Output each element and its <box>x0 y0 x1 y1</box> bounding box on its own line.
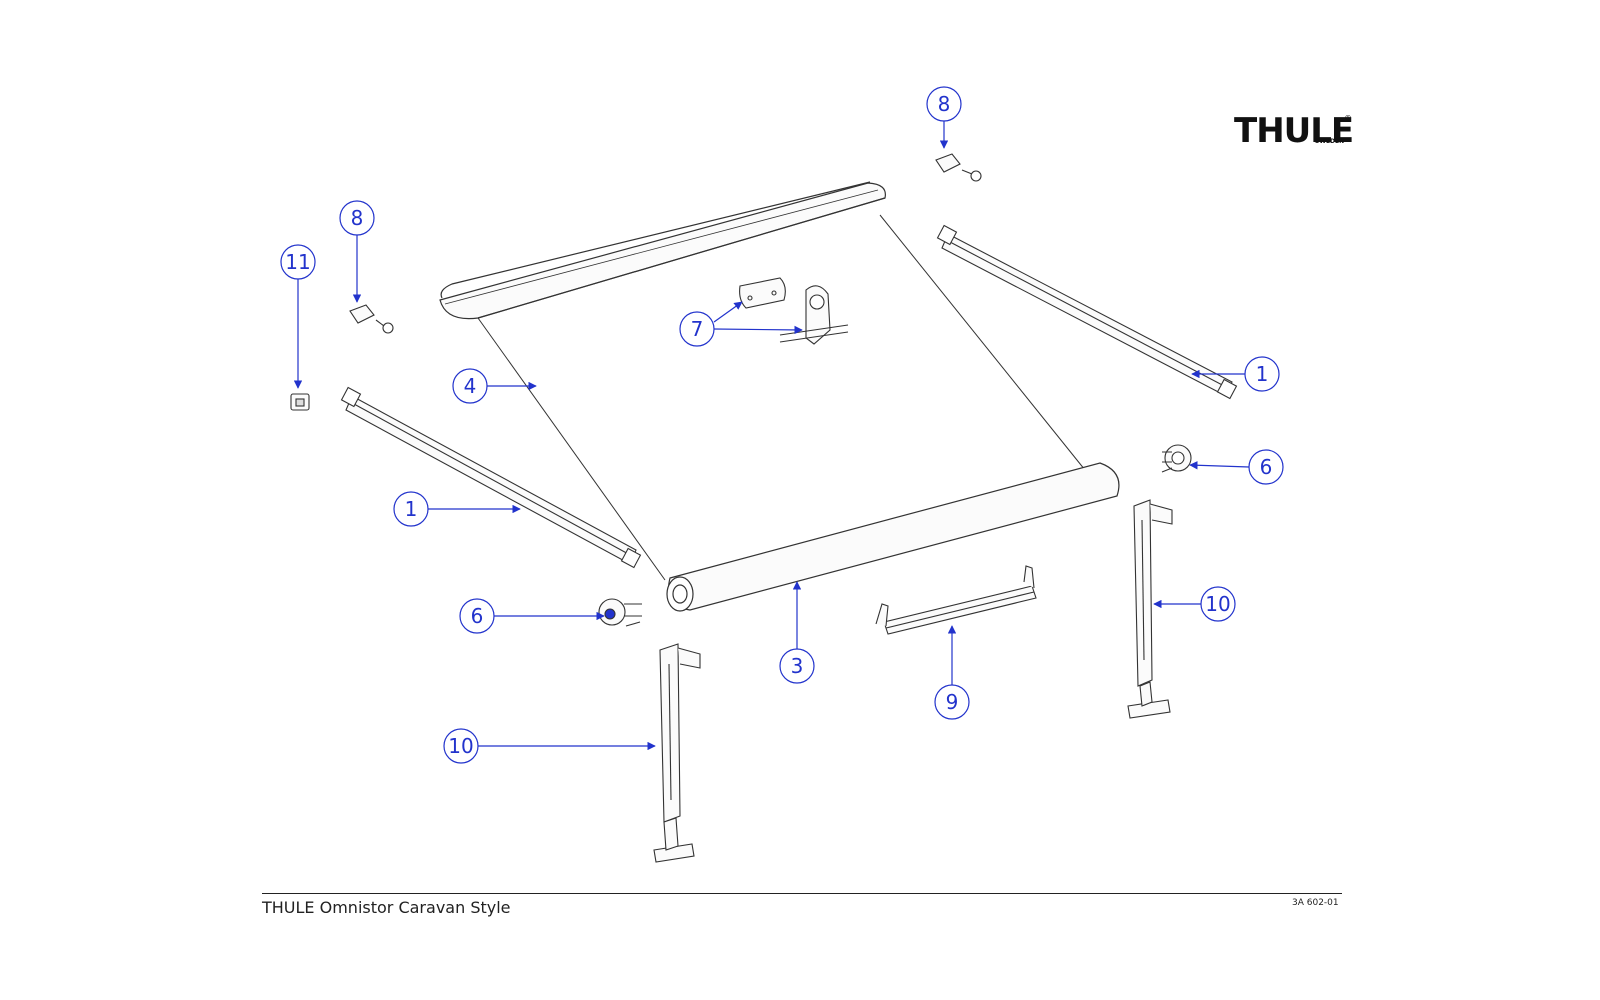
callout-3: 3 <box>779 581 815 684</box>
callout-label: 8 <box>351 206 364 230</box>
cassette-top <box>439 181 886 320</box>
end-plug-left <box>598 598 642 627</box>
callout-label: 1 <box>1256 362 1269 386</box>
callout-label: 6 <box>471 604 484 628</box>
clip-part <box>290 393 310 411</box>
logo-sub: SWEDEN <box>1315 138 1344 145</box>
callout-label: 9 <box>946 690 959 714</box>
end-cap-top <box>935 153 982 182</box>
document-code: 3A 602-01 <box>1292 898 1339 908</box>
callout-8-top: 8 <box>926 86 962 149</box>
callout-label: 7 <box>691 317 704 341</box>
callout-label: 4 <box>464 374 477 398</box>
arm-left <box>340 386 642 569</box>
callout-10-left: 10 <box>443 728 656 764</box>
footer-title: THULE Omnistor Caravan Style <box>262 898 511 917</box>
end-plug-right <box>1161 444 1192 473</box>
callout-4: 4 <box>452 368 537 404</box>
callout-7: 7 <box>679 301 803 347</box>
end-cap-left <box>349 304 394 334</box>
logo-text: THULE <box>1234 111 1353 151</box>
callout-6-right: 6 <box>1189 449 1284 485</box>
awning-fabric <box>477 214 1086 581</box>
callout-label: 1 <box>405 497 418 521</box>
arm-right <box>936 224 1238 400</box>
support-leg-left <box>653 643 701 863</box>
callout-label: 6 <box>1260 455 1273 479</box>
callout-label: 8 <box>938 92 951 116</box>
support-leg-right <box>1127 499 1173 719</box>
callout-label: 10 <box>448 734 473 758</box>
callout-6-left: 6 <box>459 598 605 634</box>
callout-10-right: 10 <box>1153 586 1236 622</box>
footer-rule <box>262 893 1342 894</box>
callout-11: 11 <box>280 244 316 389</box>
thule-logo: THULE ® SWEDEN <box>1234 111 1354 151</box>
callout-9: 9 <box>934 625 970 720</box>
callout-label: 3 <box>791 654 804 678</box>
callout-1-right: 1 <box>1191 356 1280 392</box>
tension-rail <box>875 565 1037 635</box>
fixing-bracket <box>739 277 849 345</box>
logo-registered: ® <box>1344 114 1352 123</box>
callout-label: 11 <box>285 250 310 274</box>
callout-8-left: 8 <box>339 200 375 303</box>
callout-label: 10 <box>1205 592 1230 616</box>
front-bar <box>666 462 1120 612</box>
callout-1-left: 1 <box>393 491 521 527</box>
